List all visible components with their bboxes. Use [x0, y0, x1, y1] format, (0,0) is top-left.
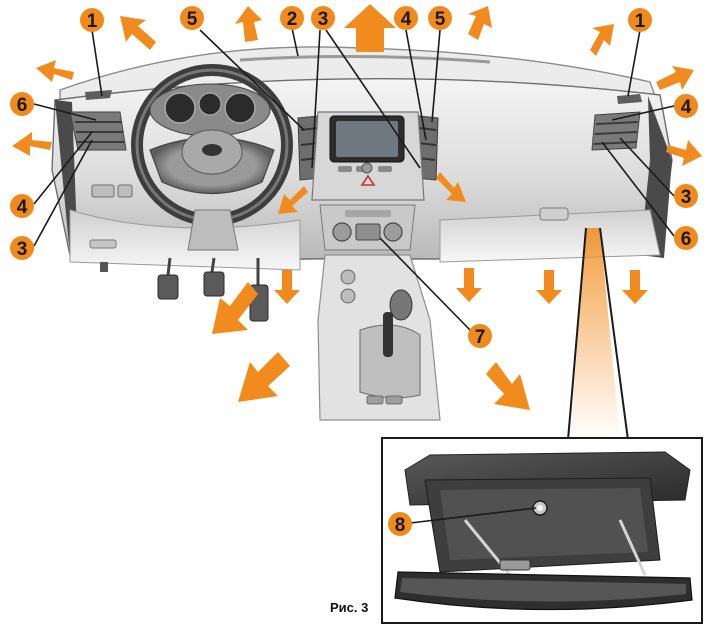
callout-1: 1	[80, 8, 104, 32]
svg-text:1: 1	[87, 11, 98, 32]
callout-4: 4	[394, 6, 418, 30]
svg-text:2: 2	[287, 9, 298, 30]
callout-7: 7	[468, 324, 492, 348]
callout-6-left: 6	[10, 92, 34, 116]
arrow-down-icon	[456, 268, 482, 302]
svg-text:3: 3	[681, 187, 692, 208]
arrow-down-icon	[274, 270, 300, 304]
arrow-up-right-icon	[468, 6, 492, 40]
svg-text:8: 8	[395, 515, 406, 536]
arrow-down-icon	[536, 270, 562, 304]
arrow-right-icon	[656, 66, 694, 90]
arrow-down-right-icon	[486, 362, 530, 410]
callout-6-right: 6	[674, 226, 698, 250]
svg-text:7: 7	[475, 327, 486, 348]
callout-3-left: 3	[10, 236, 34, 260]
svg-text:6: 6	[681, 229, 692, 250]
arrow-up-right-icon	[235, 6, 262, 42]
callout-3: 3	[311, 6, 335, 30]
svg-text:4: 4	[17, 197, 28, 218]
center-console	[312, 112, 440, 420]
arrow-left-icon	[12, 132, 52, 156]
callout-4-right-top: 4	[674, 94, 698, 118]
callout-3-right: 3	[674, 184, 698, 208]
arrow-up-icon	[344, 4, 396, 52]
callout-2: 2	[280, 6, 304, 30]
svg-text:4: 4	[401, 9, 412, 30]
callout-8: 8	[388, 512, 412, 536]
svg-text:3: 3	[318, 9, 329, 30]
arrow-up-right-icon	[590, 24, 614, 56]
callout-1-right: 1	[628, 8, 652, 32]
svg-text:3: 3	[17, 239, 28, 260]
svg-text:6: 6	[17, 95, 28, 116]
arrow-left-icon	[36, 60, 74, 82]
callout-5-left: 5	[180, 6, 204, 30]
callout-4-left: 4	[10, 194, 34, 218]
svg-text:4: 4	[681, 97, 692, 118]
glovebox-projection	[568, 228, 628, 440]
callout-5: 5	[428, 6, 452, 30]
svg-text:5: 5	[435, 9, 446, 30]
svg-text:1: 1	[635, 11, 646, 32]
figure-caption: Рис. 3	[330, 600, 368, 615]
svg-text:5: 5	[187, 9, 198, 30]
glovebox-inset	[382, 438, 702, 623]
arrow-down-left-icon	[238, 352, 290, 402]
arrow-down-icon	[622, 270, 648, 304]
arrow-up-left-icon	[120, 16, 156, 50]
